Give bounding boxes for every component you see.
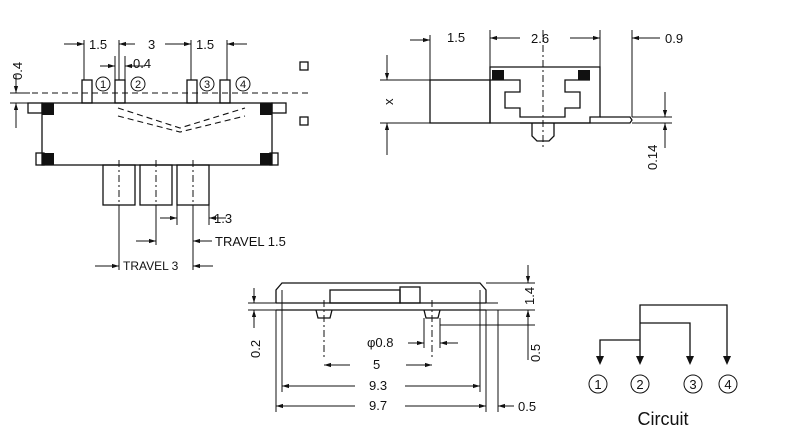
- svg-text:1: 1: [100, 79, 106, 91]
- dim-front-lead-offset: 0.2: [248, 340, 263, 358]
- circuit-terminal-1: 1: [588, 374, 608, 394]
- dim-front-height: 1.4: [522, 287, 537, 305]
- svg-text:4: 4: [724, 377, 731, 392]
- dim-pin-width: 1.3: [214, 211, 232, 226]
- circuit-label: Circuit: [637, 409, 688, 429]
- dim-side-right: 0.9: [665, 31, 683, 46]
- dim-height-side: 0.4: [10, 62, 25, 80]
- dim-side-height: x: [381, 98, 396, 105]
- pin-label-4: 4: [235, 76, 251, 92]
- svg-text:3: 3: [689, 377, 696, 392]
- pin-label-3: 3: [199, 76, 215, 92]
- circuit-terminal-4: 4: [718, 374, 738, 394]
- pin-label-1: 1: [95, 76, 111, 92]
- svg-text:3: 3: [204, 79, 210, 91]
- dim-pitch-left: 1.5: [89, 37, 107, 52]
- circuit-diagram: 1 2 3 4 Circuit: [588, 304, 738, 429]
- dim-travel-small: TRAVEL 1.5: [215, 234, 286, 249]
- dim-front-inner: 9.3: [369, 378, 387, 393]
- svg-text:2: 2: [636, 377, 643, 392]
- side-view: 1.5 2.6 0.9 x 0.14: [380, 30, 683, 170]
- circuit-terminal-2: 2: [630, 374, 650, 394]
- dim-side-width: 2.6: [531, 31, 549, 46]
- dim-pitch-right: 1.5: [196, 37, 214, 52]
- dim-front-lead-width: 0.5: [518, 399, 536, 414]
- dim-gap: 0.4: [133, 56, 151, 71]
- dim-pitch-mid: 3: [148, 37, 155, 52]
- dim-front-hole: φ0.8: [367, 335, 394, 350]
- pin-label-2: 2: [130, 76, 146, 92]
- dim-front-pitch: 5: [373, 357, 380, 372]
- top-view: 1 2 3 4 1.5 3 1.5 0.4: [10, 37, 310, 273]
- svg-text:4: 4: [240, 79, 246, 91]
- dim-front-lead-pitch: 0.5: [528, 344, 543, 362]
- dim-travel-big: TRAVEL 3: [123, 259, 179, 273]
- dim-side-left: 1.5: [447, 30, 465, 45]
- dim-front-outer: 9.7: [369, 398, 387, 413]
- svg-text:1: 1: [594, 377, 601, 392]
- dim-side-thickness: 0.14: [645, 145, 660, 170]
- circuit-terminal-3: 3: [683, 374, 703, 394]
- front-view: 0.2 1.4 0.5 φ0.8 5 9.3 9.7: [248, 265, 543, 414]
- svg-text:2: 2: [135, 79, 141, 91]
